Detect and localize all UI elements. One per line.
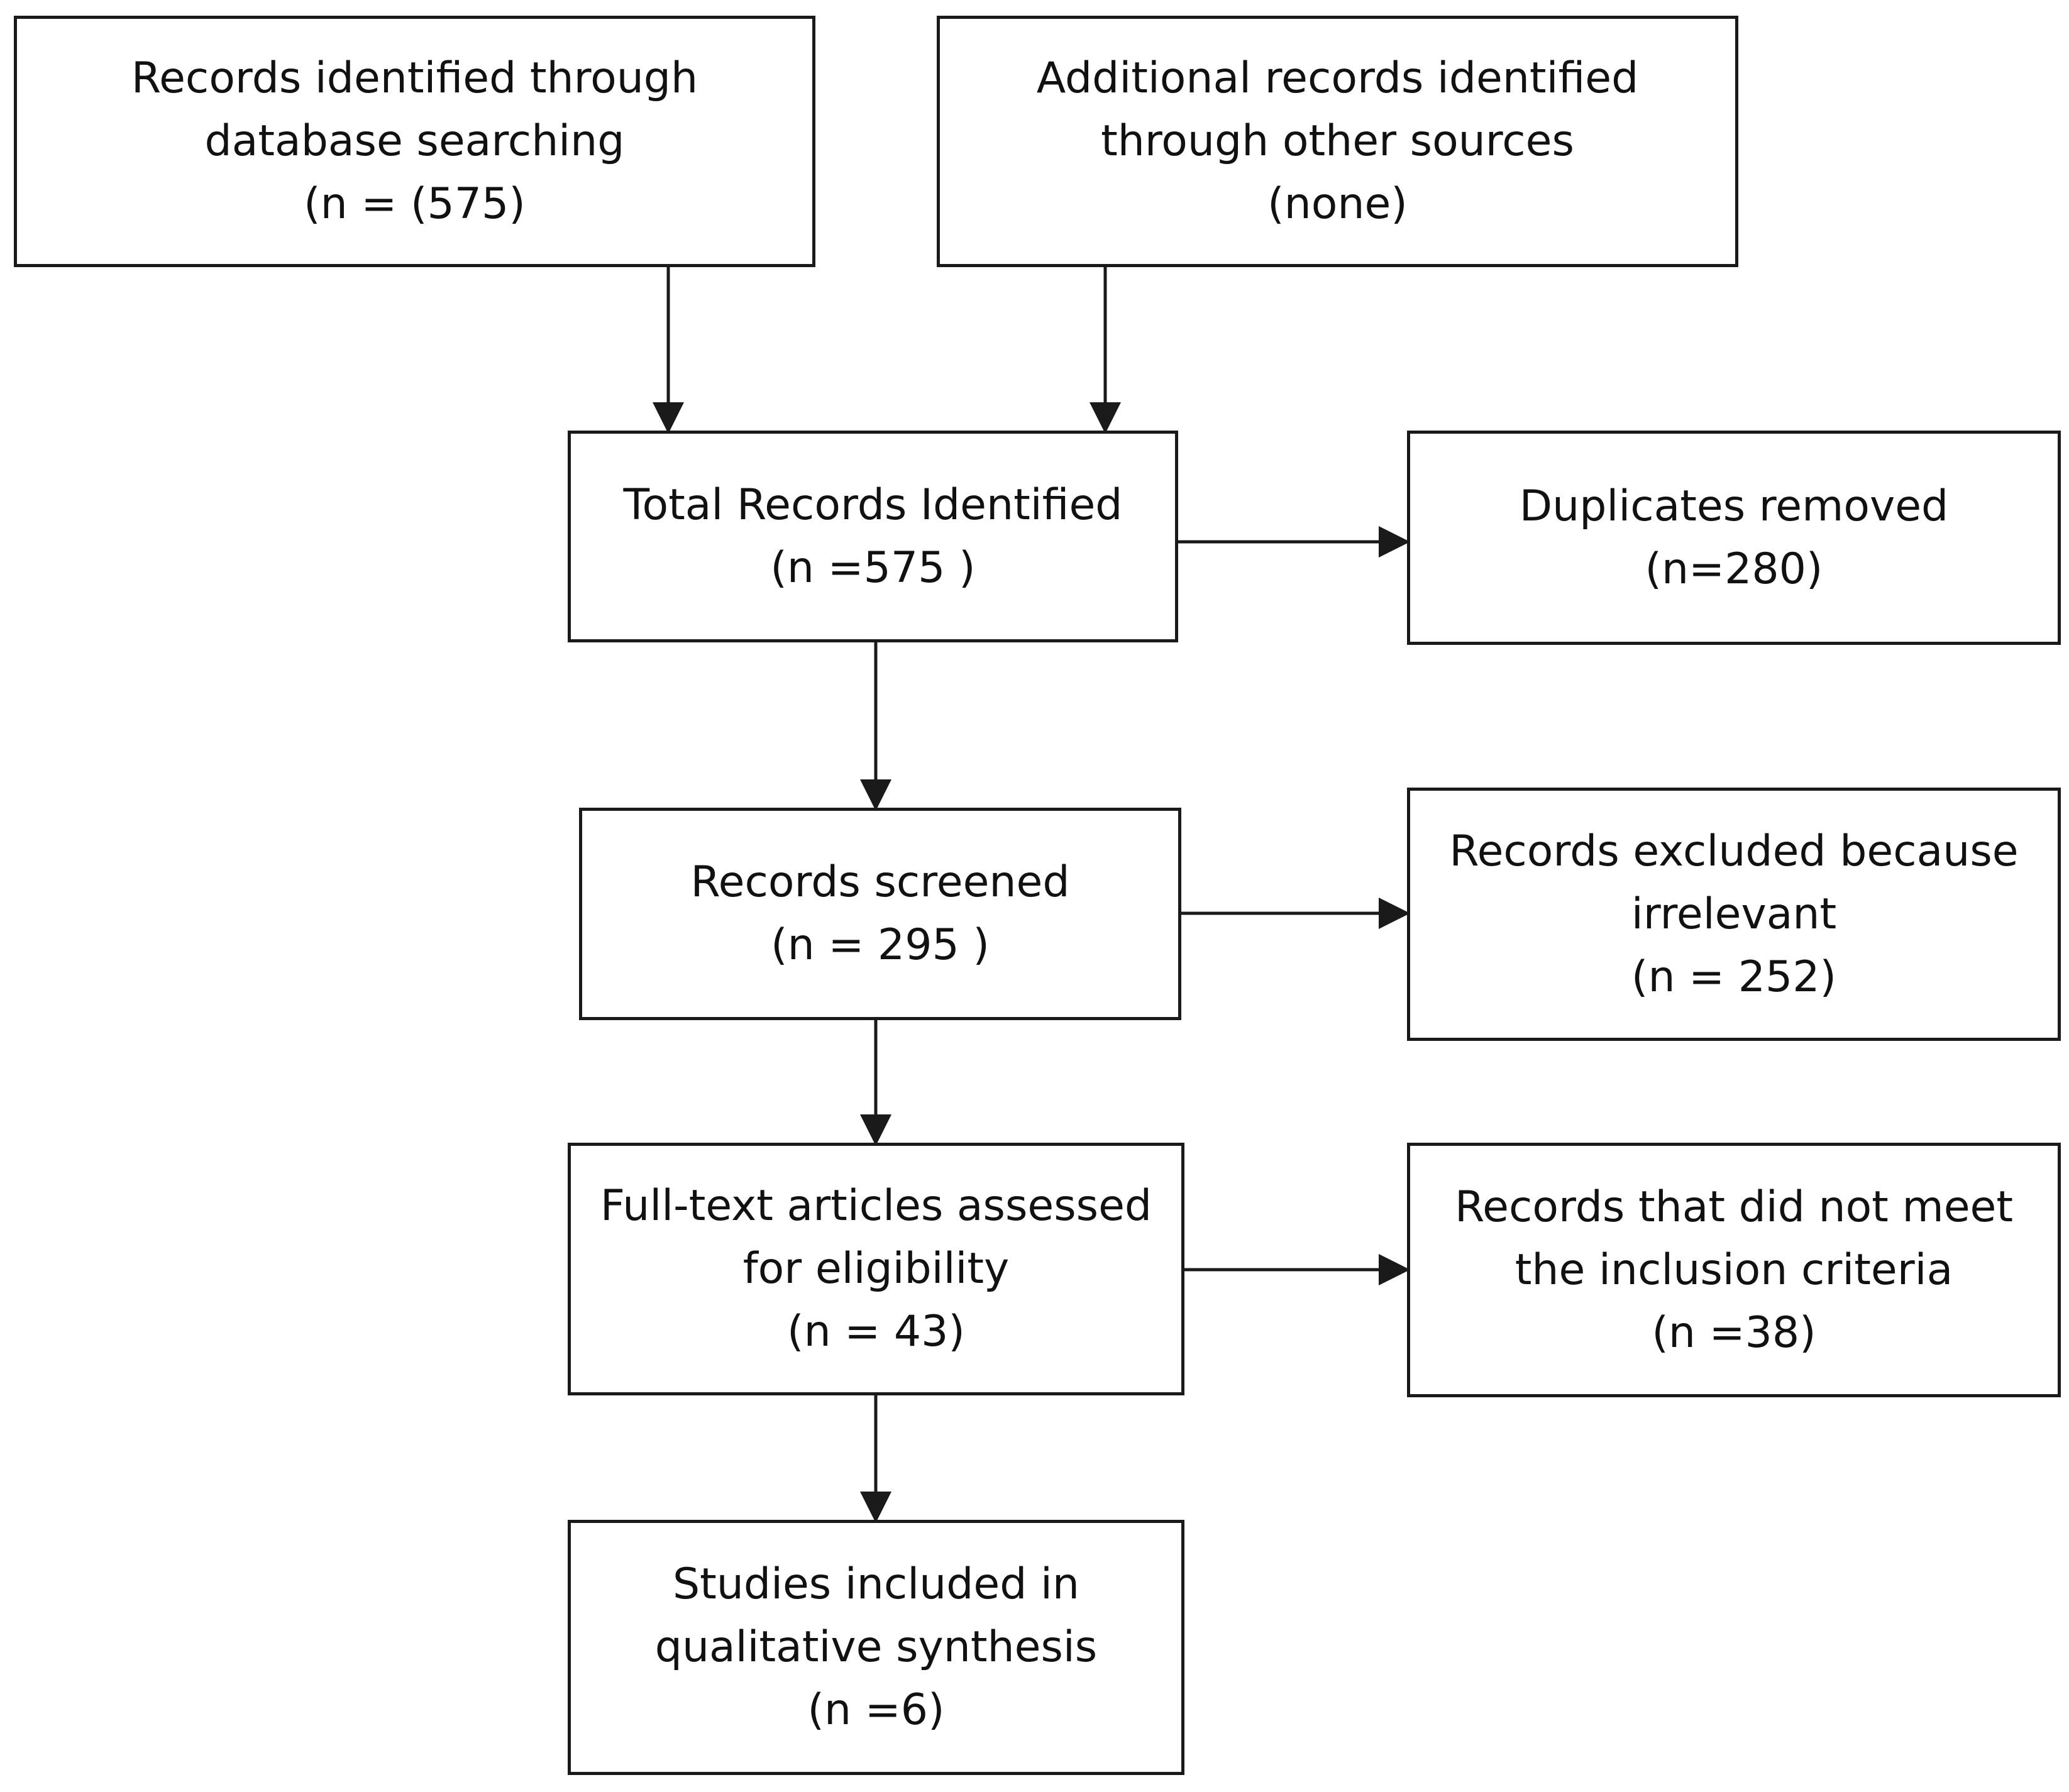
records-database-box: Records identified through database sear… <box>14 16 815 267</box>
duplicates-removed-line-1: Duplicates removed <box>1519 481 1949 531</box>
records-database-line-2: database searching <box>204 116 625 166</box>
inclusion-criteria-not-met-line-1: Records that did not meet <box>1454 1182 2014 1232</box>
records-database-count: (n = (575) <box>304 179 526 229</box>
studies-included-line-1: Studies included in <box>672 1559 1079 1609</box>
records-database-line-1: Records identified through <box>131 53 698 103</box>
records-excluded-text: Records excluded because irrelevant (n =… <box>1434 820 2033 1009</box>
records-screened-line-1: Records screened <box>690 857 1070 907</box>
full-text-articles-box: Full-text articles assessed for eligibil… <box>568 1143 1184 1395</box>
records-excluded-line-1: Records excluded because <box>1449 826 2019 876</box>
studies-included-text: Studies included in qualitative synthesi… <box>640 1553 1112 1742</box>
duplicates-removed-box: Duplicates removed (n=280) <box>1407 431 2061 645</box>
inclusion-criteria-not-met-count: (n =38) <box>1652 1307 1816 1358</box>
inclusion-criteria-not-met-line-2: the inclusion criteria <box>1515 1245 1953 1295</box>
records-excluded-line-2: irrelevant <box>1631 889 1837 939</box>
total-records-count: (n =575 ) <box>770 542 976 593</box>
records-database-text: Records identified through database sear… <box>116 47 713 236</box>
inclusion-criteria-not-met-box: Records that did not meet the inclusion … <box>1407 1143 2061 1397</box>
studies-included-line-2: qualitative synthesis <box>654 1622 1098 1672</box>
duplicates-removed-count: (n=280) <box>1645 544 1823 594</box>
records-other-sources-box: Additional records identified through ot… <box>937 16 1738 267</box>
total-records-text: Total Records Identified (n =575 ) <box>609 474 1138 600</box>
full-text-articles-count: (n = 43) <box>787 1307 965 1356</box>
records-other-sources-line-2: through other sources <box>1101 116 1574 166</box>
full-text-articles-line-1: Full-text articles assessed <box>600 1181 1152 1231</box>
records-screened-count: (n = 295 ) <box>771 920 990 970</box>
studies-included-box: Studies included in qualitative synthesi… <box>568 1520 1184 1775</box>
total-records-box: Total Records Identified (n =575 ) <box>568 431 1178 642</box>
studies-included-count: (n =6) <box>807 1685 945 1735</box>
total-records-line-1: Total Records Identified <box>623 480 1123 530</box>
duplicates-removed-text: Duplicates removed (n=280) <box>1504 475 1963 601</box>
records-excluded-count: (n = 252) <box>1631 952 1837 1002</box>
records-excluded-box: Records excluded because irrelevant (n =… <box>1407 788 2061 1041</box>
inclusion-criteria-not-met-text: Records that did not meet the inclusion … <box>1440 1176 2028 1365</box>
full-text-articles-line-2: for eligibility <box>742 1244 1010 1294</box>
records-other-sources-count: (none) <box>1267 179 1408 229</box>
records-screened-text: Records screened (n = 295 ) <box>675 851 1084 977</box>
records-other-sources-text: Additional records identified through ot… <box>1022 47 1654 236</box>
records-other-sources-line-1: Additional records identified <box>1036 53 1639 103</box>
records-screened-box: Records screened (n = 295 ) <box>579 808 1181 1020</box>
full-text-articles-text: Full-text articles assessed for eligibil… <box>585 1175 1167 1363</box>
